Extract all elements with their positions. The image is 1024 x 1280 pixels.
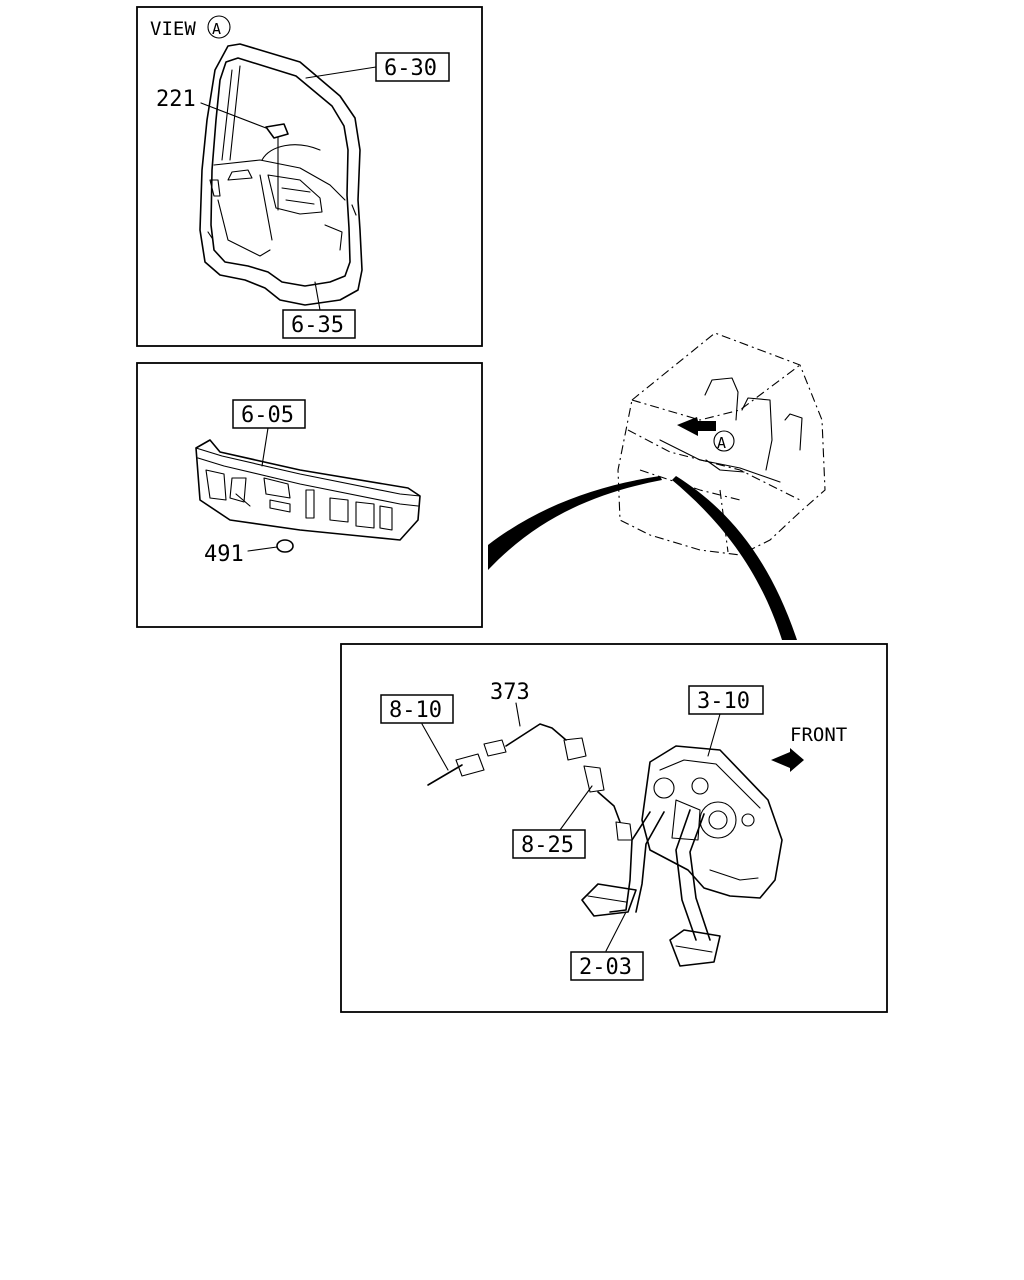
brake-pedal-arm-2	[689, 813, 711, 941]
pedal-bracket	[641, 745, 783, 899]
cab-marker: A	[717, 434, 726, 452]
part-221-shape	[265, 123, 289, 139]
brake-pedal-arm	[675, 809, 697, 941]
ref-box-8-25	[512, 829, 586, 859]
connector-373-a	[483, 739, 507, 757]
label-6-05: 6-05	[241, 403, 294, 428]
callout-swoosh-right	[672, 476, 797, 640]
view-direction-arrow	[677, 417, 716, 436]
label-8-25: 8-25	[521, 833, 574, 858]
cab-marker-circle	[713, 430, 735, 452]
switch-body	[615, 821, 633, 841]
view-a-title: VIEW	[150, 18, 196, 40]
ref-box-8-10	[380, 694, 454, 724]
label-221: 221	[156, 87, 196, 112]
ref-box-2-03	[570, 951, 644, 981]
view-a-marker: A	[212, 20, 221, 38]
connector-373-b	[563, 737, 587, 761]
panel-drawing	[195, 439, 421, 541]
ref-box-6-35	[282, 309, 356, 339]
ref-box-6-05	[232, 399, 306, 429]
pedal-inset: FRONT 373 8-10 3-10 8-25 2-03	[340, 643, 888, 1013]
view-a-frame	[136, 6, 483, 347]
label-front: FRONT	[790, 724, 847, 746]
clutch-pedal-pad	[581, 883, 637, 917]
view-a-marker-circle	[207, 15, 231, 39]
label-2-03: 2-03	[579, 955, 632, 980]
callout-swoosh-left	[488, 476, 662, 570]
brake-pedal-pad	[669, 929, 721, 967]
door-panel-drawing	[199, 43, 363, 306]
front-arrow-icon	[771, 748, 804, 772]
connector-8-10	[455, 753, 485, 777]
harness-8-10-wire	[427, 764, 463, 786]
panel-inset: 6-05 491	[136, 362, 483, 628]
clutch-pedal-arm-2	[635, 811, 665, 913]
label-373: 373	[490, 680, 530, 705]
ref-box-3-10	[688, 685, 764, 715]
ref-box-6-30	[375, 52, 450, 82]
cab-overview: A	[617, 332, 826, 556]
label-6-35: 6-35	[291, 313, 344, 338]
harness-8-25-wire	[597, 791, 621, 823]
label-491: 491	[204, 542, 244, 567]
clutch-pedal-arm	[609, 811, 651, 913]
connector-8-25	[583, 765, 605, 793]
pedal-frame	[340, 643, 888, 1013]
label-6-30: 6-30	[384, 56, 437, 81]
label-8-10: 8-10	[389, 698, 442, 723]
part-491-grommet	[276, 539, 294, 553]
view-a-inset: VIEW A 221 6-30 6-3	[136, 6, 483, 347]
harness-373-wire	[505, 723, 567, 747]
panel-frame	[136, 362, 483, 628]
label-3-10: 3-10	[697, 689, 750, 714]
